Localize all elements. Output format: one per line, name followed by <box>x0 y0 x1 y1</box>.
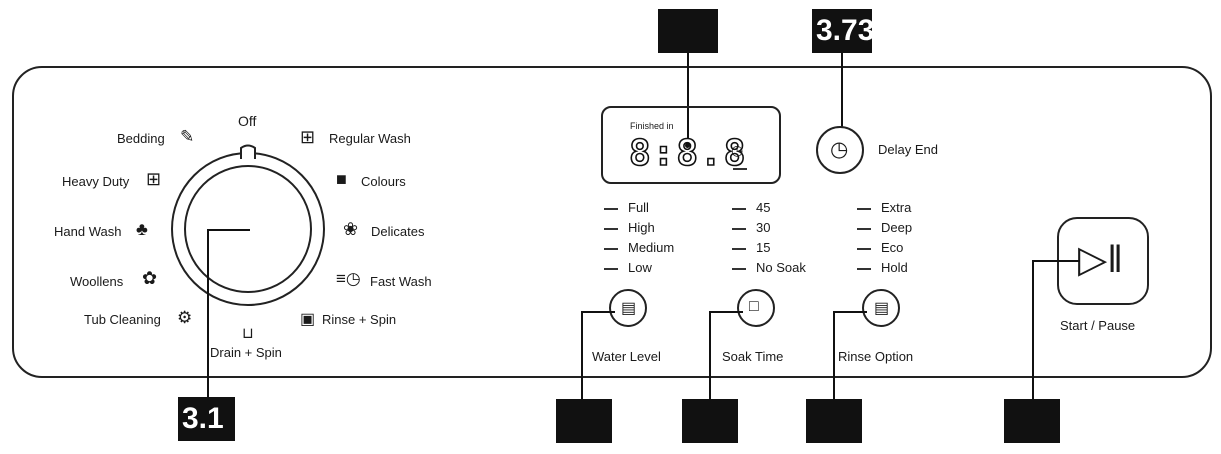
water-level-option: Low <box>604 260 652 275</box>
water-level-button[interactable]: ▤ <box>609 289 647 327</box>
delicates-icon: ❀ <box>343 219 359 239</box>
display-indicator-bar <box>733 168 747 170</box>
time-display: Finished in 8:8.8 ◷ <box>601 106 781 184</box>
delay-end-label: Delay End <box>878 142 938 157</box>
soak-time-option: 15 <box>732 240 770 255</box>
rinse-option-icon: ▤ <box>874 300 890 317</box>
display-digits: 8:8.8 <box>628 133 748 175</box>
program-woollens-label: Woollens <box>70 274 124 289</box>
program-dial[interactable] <box>160 130 340 330</box>
rinse-option-item: Hold <box>857 260 908 275</box>
dial-pointer-tab <box>240 144 256 159</box>
leader-water-level-h <box>581 311 615 313</box>
rinse-option-button[interactable]: ▤ <box>862 289 900 327</box>
leader-start-pause-h <box>1032 260 1080 262</box>
program-bedding-label: Bedding <box>117 131 165 146</box>
tub-cleaning-icon: ⚙ <box>177 308 193 327</box>
rinse-option-item: Deep <box>857 220 912 235</box>
program-delicates-label: Delicates <box>371 224 425 239</box>
program-drain-spin-label: Drain + Spin <box>210 345 282 360</box>
water-level-option: Medium <box>604 240 674 255</box>
leader-water-level-v <box>581 311 583 401</box>
callout-soak-time <box>682 399 738 443</box>
callout-rinse-option <box>806 399 862 443</box>
program-colours-label: Colours <box>361 174 406 189</box>
program-tub-cleaning-label: Tub Cleaning <box>84 312 161 327</box>
leader-soak-time-h <box>709 311 743 313</box>
start-pause-button[interactable]: ▷‖ <box>1057 217 1149 305</box>
leader-display <box>687 53 689 145</box>
clock-icon: ◷ <box>731 142 744 158</box>
rinse-spin-icon: ▣ <box>300 311 316 328</box>
hand-wash-icon: ♣ <box>136 219 148 239</box>
water-level-option: High <box>604 220 655 235</box>
callout-delay-end: 3.73 <box>812 9 872 53</box>
display-caption: Finished in <box>630 121 674 131</box>
soak-time-option: No Soak <box>732 260 806 275</box>
soak-time-option: 45 <box>732 200 770 215</box>
soak-time-icon: □ <box>749 298 759 315</box>
rinse-option-item: Extra <box>857 200 911 215</box>
delay-end-icon: ◷ <box>830 138 849 161</box>
bedding-icon: ✎ <box>180 127 195 146</box>
rinse-option-label: Rinse Option <box>838 349 914 364</box>
program-rinse-spin-label: Rinse + Spin <box>322 312 397 327</box>
drain-spin-icon: ⊔ <box>242 325 254 342</box>
leader-rinse-option-v <box>833 311 835 401</box>
program-heavy-duty-label: Heavy Duty <box>62 174 130 189</box>
start-pause-label: Start / Pause <box>1060 318 1136 333</box>
callout-dial: 3.1 <box>178 397 235 441</box>
program-hand-wash-label: Hand Wash <box>54 224 122 239</box>
regular-wash-icon: ⊞ <box>300 127 316 147</box>
soak-time-option: 30 <box>732 220 770 235</box>
delay-end-button[interactable]: ◷ <box>816 126 864 174</box>
leader-dot-display <box>685 143 690 148</box>
leader-start-pause-v <box>1032 260 1034 401</box>
heavy-duty-icon: ⊞ <box>146 169 162 189</box>
program-fast-wash-label: Fast Wash <box>370 274 432 289</box>
control-panel <box>12 66 1212 378</box>
soak-time-button[interactable]: □ <box>737 289 775 327</box>
leader-dial <box>207 229 209 403</box>
water-level-option: Full <box>604 200 649 215</box>
callout-water-level <box>556 399 612 443</box>
leader-soak-time-v <box>709 311 711 401</box>
leader-delay-end <box>841 53 843 145</box>
woollens-icon: ✿ <box>142 268 158 288</box>
water-level-label: Water Level <box>592 349 661 364</box>
leader-rinse-option-h <box>833 311 867 313</box>
callout-start-pause <box>1004 399 1060 443</box>
rinse-option-item: Eco <box>857 240 903 255</box>
callout-display <box>658 9 718 53</box>
water-level-icon: ▤ <box>621 300 637 317</box>
soak-time-label: Soak Time <box>722 349 784 364</box>
dial-inner-ring <box>184 165 312 293</box>
colours-icon: ■ <box>336 169 347 189</box>
play-pause-icon: ▷‖ <box>1078 239 1123 281</box>
dial-label-off: Off <box>238 113 257 129</box>
fast-wash-icon: ≡◷ <box>336 269 361 288</box>
program-regular-wash-label: Regular Wash <box>329 131 411 146</box>
